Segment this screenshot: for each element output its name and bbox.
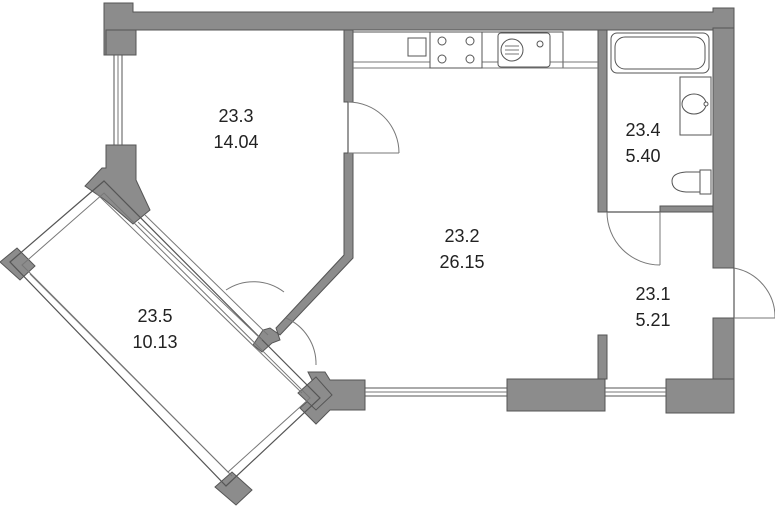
room-area: 26.15 [439, 252, 484, 272]
room-23-3: 23.3 14.04 [213, 106, 258, 152]
wall-right-upper [712, 27, 735, 269]
room-number: 23.3 [218, 106, 253, 126]
wall-left-pier [84, 144, 151, 225]
wall-left-upper [105, 29, 137, 56]
toilet [671, 171, 701, 193]
bathroom-fixtures [610, 32, 712, 195]
stove [429, 31, 483, 69]
room-area: 5.21 [635, 310, 670, 330]
balcony-corner-bottom [214, 471, 253, 506]
wall-bottom-mid [506, 378, 606, 412]
room-number: 23.4 [625, 120, 660, 140]
room-23-4: 23.4 5.40 [625, 120, 660, 166]
doors [225, 101, 775, 366]
room-23-5: 23.5 10.13 [132, 306, 177, 352]
room-labels: 23.3 14.04 23.2 26.15 23.4 5.40 23.1 5.2… [132, 106, 670, 352]
walls [0, 2, 735, 506]
room-23-2: 23.2 26.15 [439, 226, 484, 272]
room-number: 23.2 [444, 226, 479, 246]
wall-hall-stub [597, 334, 608, 380]
room-number: 23.1 [635, 284, 670, 304]
room-23-1: 23.1 5.21 [635, 284, 670, 330]
wall-bath-bottom [659, 205, 714, 213]
wall-bottom-right [665, 378, 735, 414]
wall-bath-left [597, 29, 608, 213]
wall-bedroom-right-top [343, 29, 354, 103]
room-area: 10.13 [132, 332, 177, 352]
room-area: 5.40 [625, 146, 660, 166]
room-number: 23.5 [137, 306, 172, 326]
balcony-corner-top [0, 247, 36, 281]
windows [113, 54, 667, 397]
kitchen-counter [352, 31, 598, 69]
room-area: 14.04 [213, 132, 258, 152]
wall-bedroom-right-lower [252, 152, 354, 353]
balcony [9, 180, 321, 487]
